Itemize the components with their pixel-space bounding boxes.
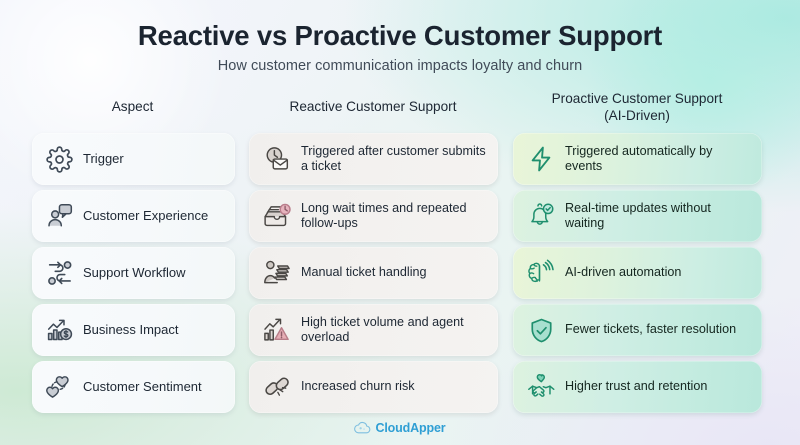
page-title: Reactive vs Proactive Customer Support (137, 20, 663, 51)
aspect-row-customer-experience[interactable]: Customer Experience (32, 190, 235, 242)
reactive-label: Manual ticket handling (301, 265, 427, 280)
column-header-proactive-line2: (AI-Driven) (604, 107, 670, 123)
lightning-bolt-icon (524, 142, 558, 176)
reactive-label: Triggered after customer submits a ticke… (301, 143, 486, 173)
aspect-row-customer-sentiment[interactable]: Customer Sentiment (32, 361, 235, 413)
aspect-column: Trigger Customer Experience (32, 133, 235, 418)
page-subtitle: How customer communication impacts loyal… (217, 58, 583, 74)
proactive-label: Real-time updates without waiting (565, 200, 711, 230)
aspect-label: Business Impact (83, 322, 179, 337)
aspect-label: Trigger (83, 151, 124, 166)
inbox-clock-icon (260, 199, 294, 233)
aspect-row-trigger[interactable]: Trigger (32, 133, 235, 185)
clock-envelope-icon (260, 142, 294, 176)
aspect-label: Customer Sentiment (83, 379, 202, 394)
aspect-label: Support Workflow (83, 265, 186, 280)
proactive-column: Triggered automatically by events Real-t… (513, 133, 762, 418)
two-hearts-icon (43, 370, 76, 404)
proactive-row-business-impact[interactable]: Fewer tickets, faster resolution (513, 304, 762, 356)
broken-chain-icon (260, 370, 294, 404)
reactive-label: High ticket volume and agent overload (301, 314, 464, 344)
chart-warning-icon (260, 313, 294, 347)
aspect-row-business-impact[interactable]: Business Impact (32, 304, 235, 356)
aspect-row-support-workflow[interactable]: Support Workflow (32, 247, 235, 299)
proactive-row-customer-experience[interactable]: Real-time updates without waiting (513, 190, 762, 242)
proactive-label: Higher trust and retention (565, 379, 708, 394)
reactive-row-business-impact[interactable]: High ticket volume and agent overload (249, 304, 498, 356)
proactive-row-trigger[interactable]: Triggered automatically by events (513, 133, 762, 185)
person-speech-bubble-icon (43, 199, 76, 233)
handshake-heart-icon (524, 370, 558, 404)
reactive-row-support-workflow[interactable]: Manual ticket handling (249, 247, 498, 299)
reactive-label: Increased churn risk (301, 379, 415, 394)
column-header-proactive: Proactive Customer Support (AI-Driven) (512, 91, 762, 125)
column-header-reactive: Reactive Customer Support (289, 99, 457, 114)
proactive-label: AI-driven automation (565, 265, 682, 280)
workflow-arrows-icon (43, 256, 76, 290)
proactive-label: Triggered automatically by events (565, 143, 713, 173)
reactive-row-trigger[interactable]: Triggered after customer submits a ticke… (249, 133, 498, 185)
reactive-row-customer-experience[interactable]: Long wait times and repeated follow-ups (249, 190, 498, 242)
reactive-row-customer-sentiment[interactable]: Increased churn risk (249, 361, 498, 413)
column-header-aspect: Aspect (111, 99, 154, 114)
column-header-proactive-line1: Proactive Customer Support (551, 91, 723, 106)
agent-papers-icon (260, 256, 294, 290)
brand-name: CloudApper (375, 421, 446, 435)
aspect-label: Customer Experience (83, 208, 209, 223)
proactive-row-support-workflow[interactable]: AI-driven automation (513, 247, 762, 299)
growth-chart-dollar-icon (43, 313, 76, 347)
bell-check-icon (524, 199, 558, 233)
brain-signal-icon (524, 256, 558, 290)
reactive-label: Long wait times and repeated follow-ups (301, 200, 467, 230)
gear-icon (43, 142, 76, 176)
proactive-label: Fewer tickets, faster resolution (565, 322, 737, 337)
footer-logo[interactable]: CloudApper (0, 421, 800, 435)
shield-check-icon (524, 313, 558, 347)
proactive-row-customer-sentiment[interactable]: Higher trust and retention (513, 361, 762, 413)
cloud-logo-icon (354, 421, 371, 435)
reactive-column: Triggered after customer submits a ticke… (249, 133, 498, 418)
